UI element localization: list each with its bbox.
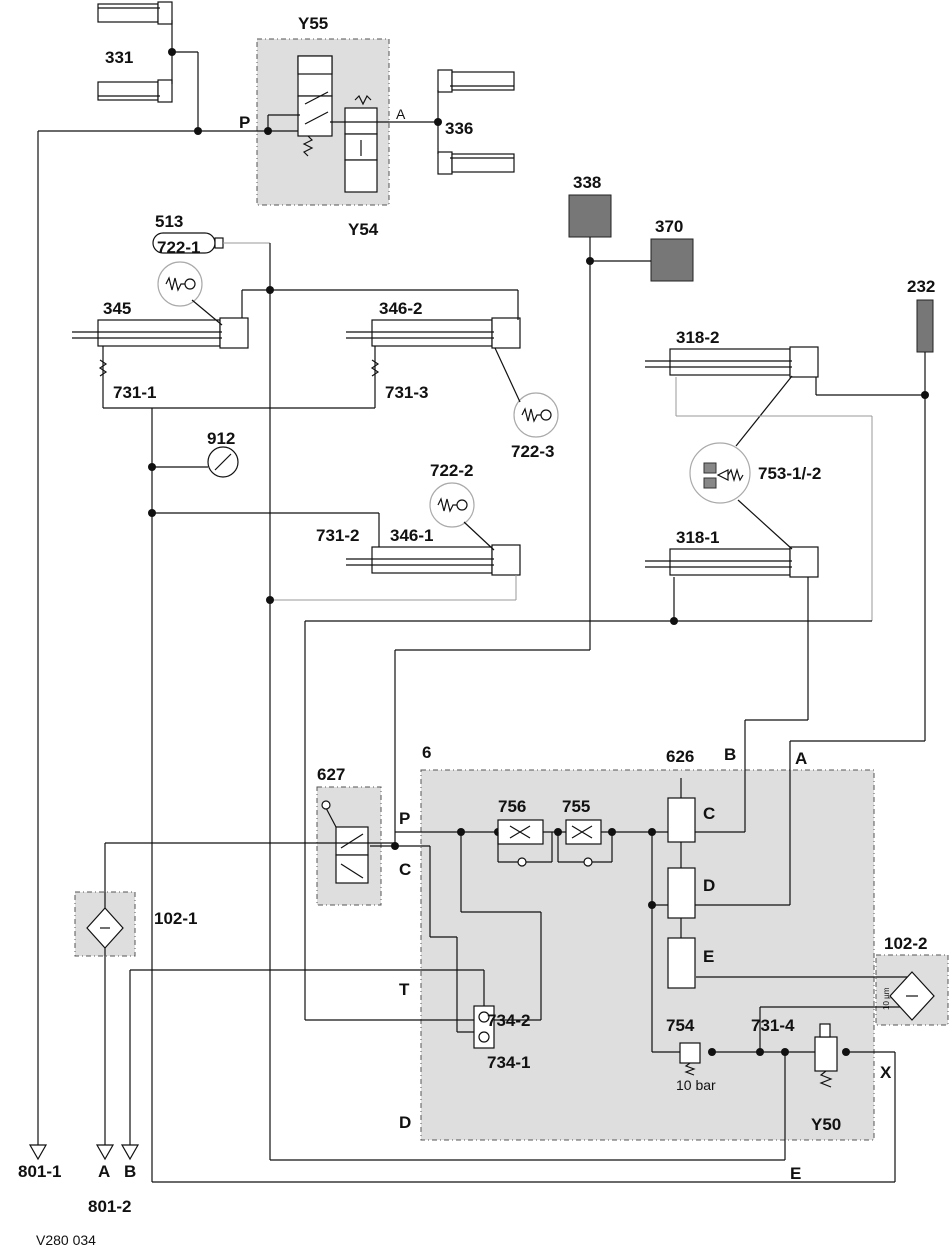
pipe-network-block (104, 819, 913, 1183)
label-336: 336 (445, 119, 473, 138)
label-627: 627 (317, 765, 345, 784)
label-y50: Y50 (811, 1115, 841, 1134)
port-801-2-a (95, 1144, 115, 1161)
valve-y54-symbol (344, 94, 378, 193)
component-370 (650, 238, 694, 282)
label-x: X (880, 1063, 892, 1082)
cylinder-336 (437, 69, 515, 175)
label-801-2: 801-2 (88, 1197, 131, 1216)
label-753: 753-1/-2 (758, 464, 821, 483)
label-p-top: P (239, 113, 250, 132)
check-valve-734 (473, 1005, 495, 1049)
label-345: 345 (103, 299, 131, 318)
label-232: 232 (907, 277, 935, 296)
relief-valve-754 (679, 1042, 701, 1076)
label-6: 6 (422, 743, 431, 762)
label-port-b: B (124, 1162, 136, 1181)
label-626: 626 (666, 747, 694, 766)
label-731-4: 731-4 (751, 1016, 795, 1035)
gauge-912 (207, 446, 239, 478)
label-p-mid: P (399, 809, 410, 828)
label-e-bottom: E (790, 1164, 801, 1183)
label-731-3: 731-3 (385, 383, 428, 402)
label-734-1: 734-1 (487, 1053, 530, 1072)
label-912: 912 (207, 429, 235, 448)
label-d-626: D (703, 876, 715, 895)
port-801-2-b (120, 1144, 140, 1161)
label-513: 513 (155, 212, 183, 231)
label-a-top: A (396, 106, 406, 122)
label-754: 754 (666, 1016, 695, 1035)
label-338: 338 (573, 173, 601, 192)
cylinder-345 (72, 317, 249, 349)
label-y54: Y54 (348, 220, 379, 239)
valve-753 (689, 375, 793, 550)
label-y55: Y55 (298, 14, 328, 33)
label-734-2: 734-2 (487, 1011, 530, 1030)
valve-626 (667, 778, 696, 989)
label-731-1: 731-1 (113, 383, 156, 402)
valve-block-6 (420, 769, 875, 1141)
pressure-switch-722-3 (494, 347, 559, 438)
label-318-2: 318-2 (676, 328, 719, 347)
label-346-1: 346-1 (390, 526, 433, 545)
sensor-232 (916, 299, 934, 353)
label-801-1: 801-1 (18, 1162, 61, 1181)
label-port-a: A (98, 1162, 110, 1181)
label-b-block: B (724, 745, 736, 764)
cylinder-331 (97, 1, 173, 103)
component-338 (568, 194, 612, 238)
label-c-626: C (703, 804, 715, 823)
drawing-reference: V280 034 (36, 1232, 96, 1248)
label-756: 756 (498, 797, 526, 816)
label-370: 370 (655, 217, 683, 236)
label-722-2: 722-2 (430, 461, 473, 480)
label-a-block: A (795, 749, 807, 768)
label-346-2: 346-2 (379, 299, 422, 318)
cylinder-346-2 (346, 317, 521, 349)
label-722-1: 722-1 (157, 238, 200, 257)
cylinder-318-2 (645, 346, 819, 378)
label-102-2: 102-2 (884, 934, 927, 953)
label-755: 755 (562, 797, 590, 816)
label-d-bottom: D (399, 1113, 411, 1132)
pipe-network-middle (98, 286, 929, 1182)
valve-y55-symbol (297, 55, 333, 157)
pipe-network-top (37, 20, 442, 1145)
label-102-1: 102-1 (154, 909, 197, 928)
cylinder-346-1 (346, 544, 521, 576)
label-331: 331 (105, 48, 133, 67)
valve-627 (321, 800, 369, 884)
filter-rating: 10 µm (882, 987, 891, 1010)
label-10-bar: 10 bar (676, 1077, 716, 1093)
label-e-626: E (703, 947, 714, 966)
filter-102-2 (889, 971, 935, 1021)
label-t: T (399, 980, 410, 999)
port-801-1 (28, 1144, 48, 1161)
label-318-1: 318-1 (676, 528, 719, 547)
filter-102-1 (86, 907, 124, 949)
pressure-switch-722-1 (157, 261, 223, 326)
label-722-3: 722-3 (511, 442, 554, 461)
label-731-2: 731-2 (316, 526, 359, 545)
valve-y50 (814, 1023, 838, 1088)
label-c-627: C (399, 860, 411, 879)
cylinder-318-1 (645, 546, 819, 578)
pressure-switch-722-2 (429, 482, 495, 551)
accumulator-513 (152, 232, 271, 1160)
